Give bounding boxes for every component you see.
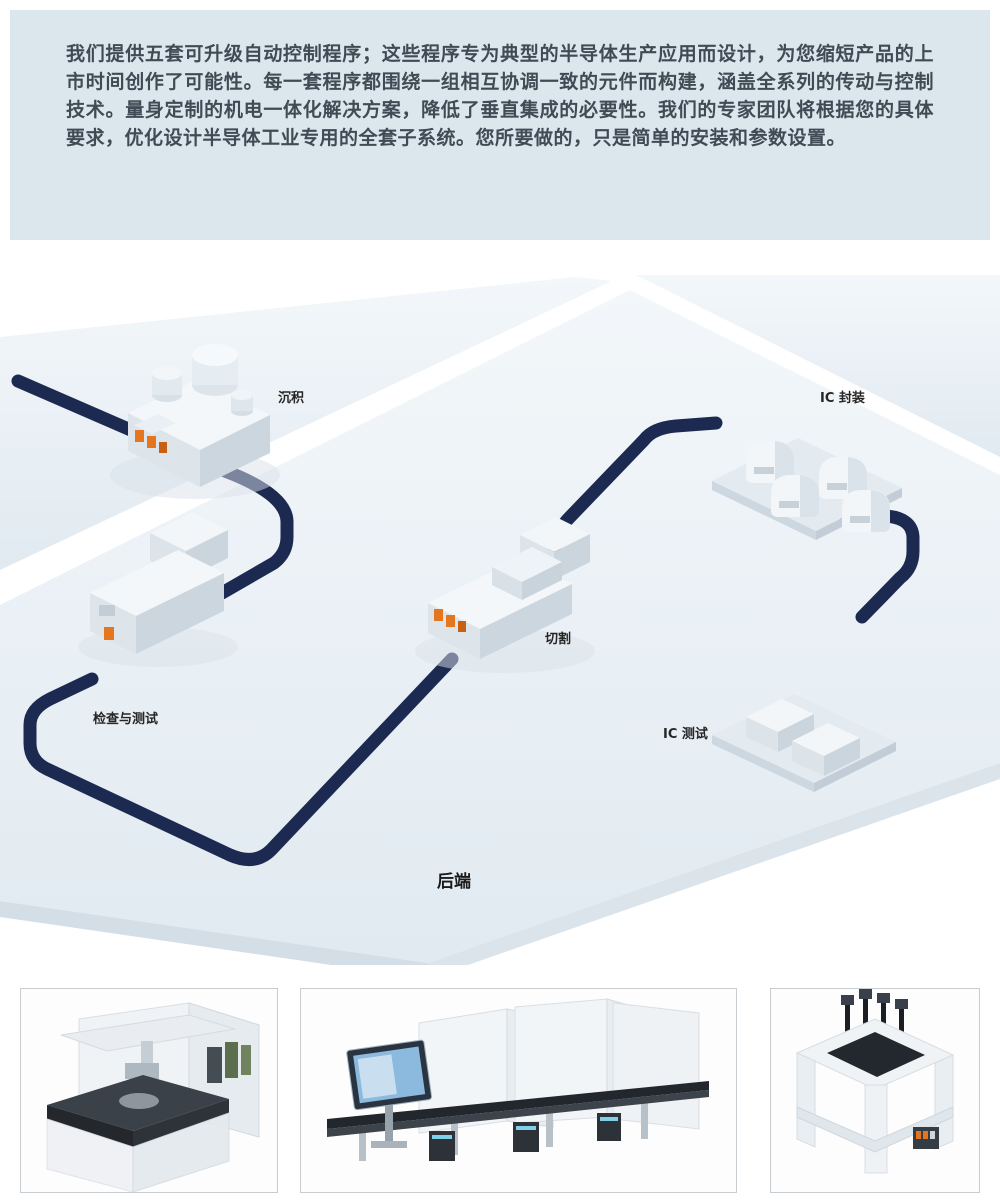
label-ic-packaging: IC 封装: [820, 391, 865, 406]
gallery-card-wafer-inspection: [20, 988, 278, 1193]
ic-testing-machines: [712, 694, 896, 792]
label-ic-testing: IC 测试: [663, 727, 708, 742]
intro-panel: 我们提供五套可升级自动控制程序；这些程序专为典型的半导体生产应用而设计，为您缩短…: [10, 10, 990, 240]
platform-upper-left: [0, 277, 612, 570]
deposition-machine: [110, 344, 280, 499]
gallery-card-gantry-system: [770, 988, 980, 1193]
dicing-machine: [415, 517, 595, 673]
label-inspection-testing: 检查与测试: [93, 712, 159, 727]
inspection-testing-machine: [78, 512, 238, 667]
label-deposition: 沉积: [278, 391, 305, 406]
ic-packaging-machines: [712, 438, 902, 540]
platform-upper-right: [636, 275, 1000, 457]
production-line-illustration: [0, 275, 1000, 965]
product-gallery: [0, 988, 1000, 1193]
wafer-inspection-machine-image: [21, 989, 277, 1192]
gantry-handling-system-image: [771, 989, 979, 1192]
label-dicing: 切割: [545, 632, 572, 647]
diagram-title-backend: 后端: [437, 872, 471, 892]
production-line-diagram: 沉积 IC 封装 切割 检查与测试 IC 测试 后端: [0, 275, 1000, 965]
intro-text: 我们提供五套可升级自动控制程序；这些程序专为典型的半导体生产应用而设计，为您缩短…: [66, 43, 934, 149]
assembly-conveyor-line-image: [301, 989, 736, 1192]
gallery-card-conveyor-line: [300, 988, 737, 1193]
